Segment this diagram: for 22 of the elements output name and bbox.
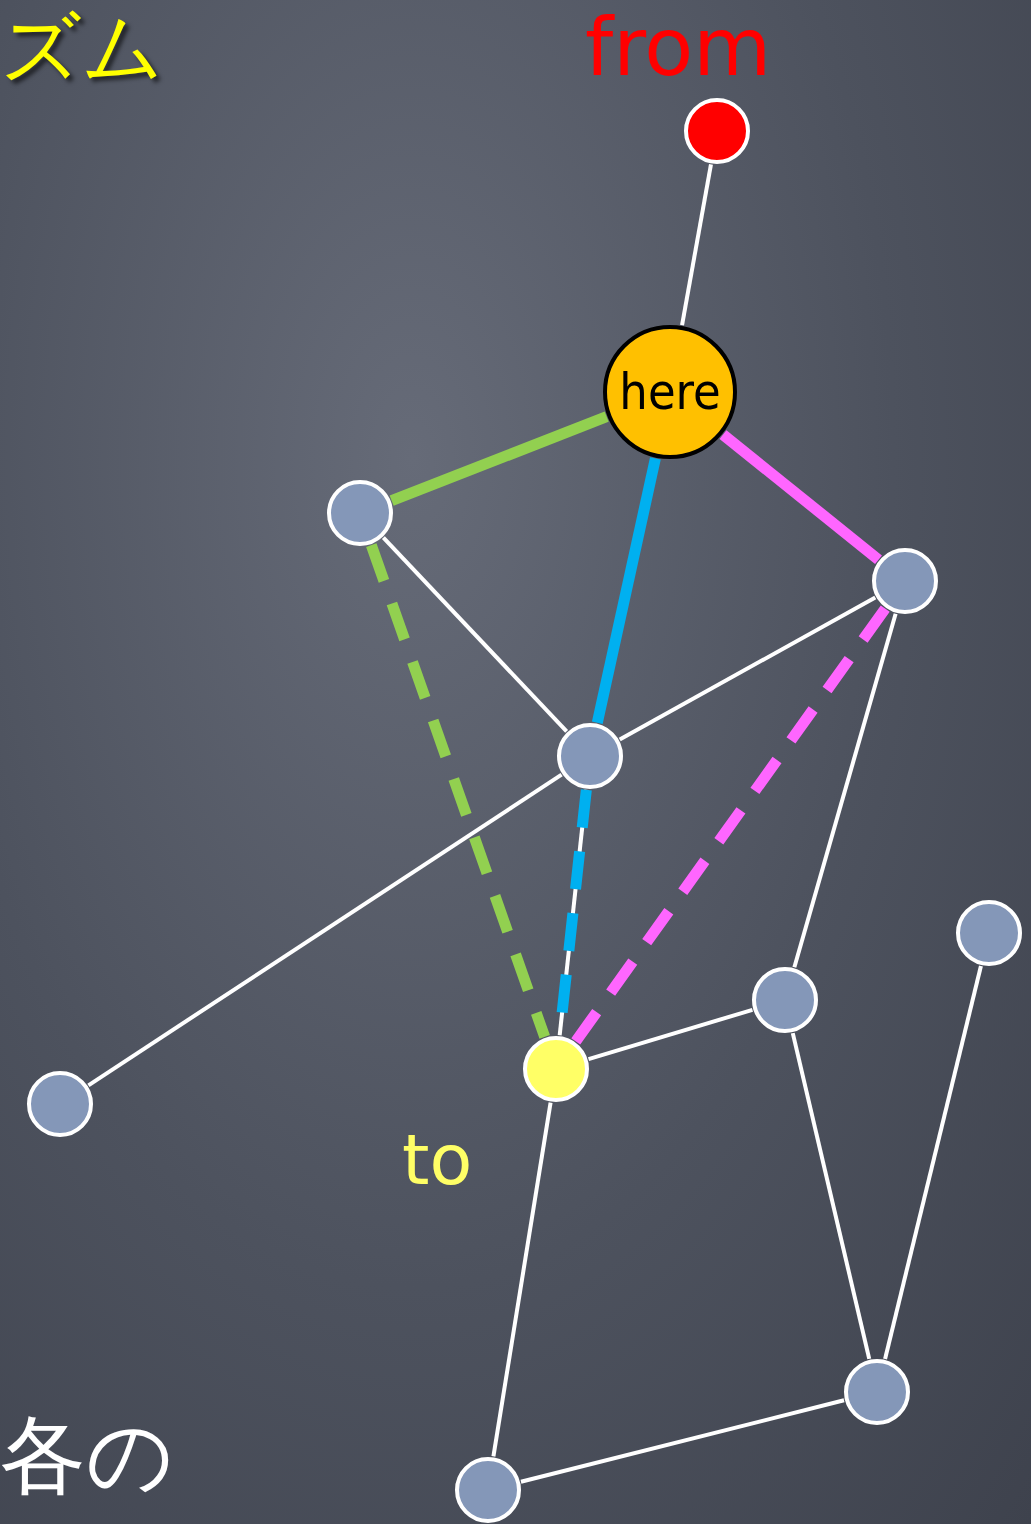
connector-line xyxy=(719,430,882,564)
node-circle xyxy=(872,548,938,614)
node-caption: from xyxy=(585,8,772,88)
node-caption: to xyxy=(402,1125,473,1195)
connector-line xyxy=(520,1398,845,1484)
connector-line xyxy=(491,1102,553,1457)
connector-line xyxy=(618,595,877,742)
connector-line xyxy=(366,543,550,1039)
connector-line xyxy=(883,965,983,1360)
heading-text: ズム xyxy=(0,8,164,88)
connector-line xyxy=(571,605,890,1045)
heading-text: 各の xyxy=(0,1412,174,1498)
connector-line xyxy=(591,457,661,724)
node-circle xyxy=(557,723,623,789)
connector-line xyxy=(587,1007,754,1062)
connector-line xyxy=(87,773,563,1087)
connector-line xyxy=(790,1032,872,1360)
connector-line xyxy=(680,164,713,326)
connector-line xyxy=(381,536,569,733)
connector-line xyxy=(389,411,609,506)
node-label: here xyxy=(619,367,721,417)
connector-line xyxy=(792,613,898,968)
